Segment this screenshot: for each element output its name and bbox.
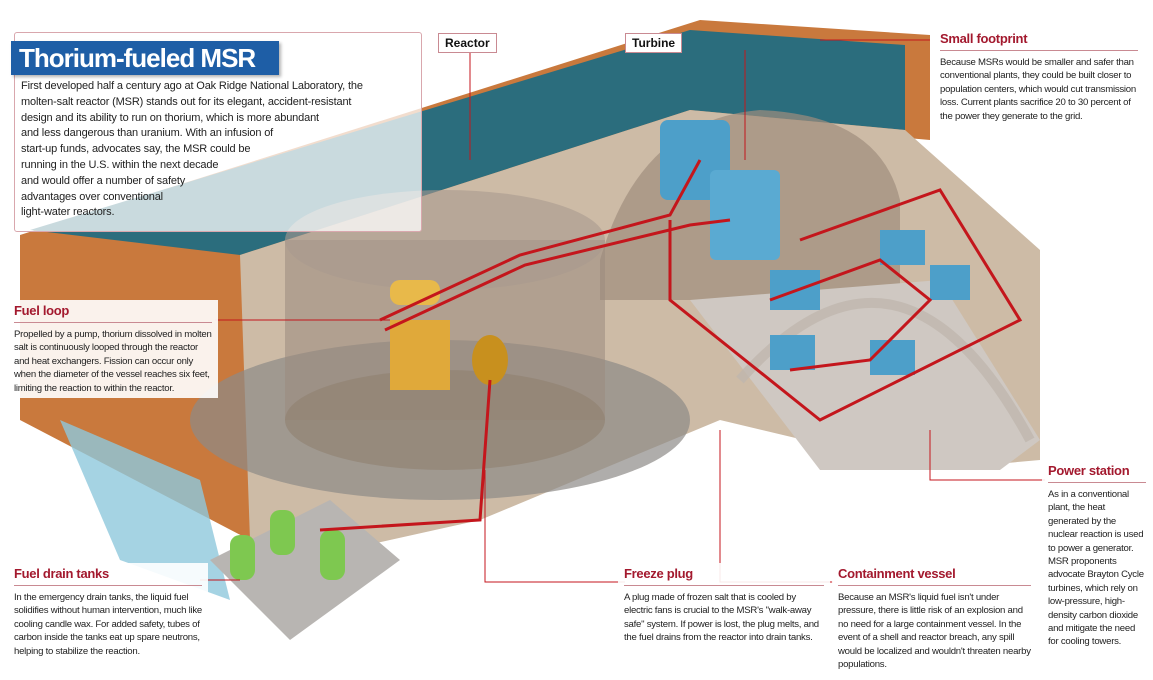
reactor-vessel bbox=[190, 190, 690, 500]
callout-small-footprint: Small footprint Because MSRs would be sm… bbox=[934, 28, 1144, 127]
callout-title: Freeze plug bbox=[624, 566, 824, 586]
reactor-tag: Reactor bbox=[438, 33, 497, 53]
fuel-drain-tanks bbox=[210, 500, 400, 640]
callout-title: Containment vessel bbox=[838, 566, 1031, 586]
page-title: Thorium-fueled MSR bbox=[11, 41, 279, 75]
callout-text: Propelled by a pump, thorium dissolved i… bbox=[14, 329, 212, 394]
callout-text: Because MSRs would be smaller and safer … bbox=[940, 57, 1136, 122]
power-station bbox=[690, 230, 1040, 470]
callout-power-station: Power station As in a conventional plant… bbox=[1042, 460, 1152, 652]
callout-text: Because an MSR's liquid fuel isn't under… bbox=[838, 592, 1031, 671]
turbine bbox=[660, 120, 780, 260]
callout-fuel-drain-tanks: Fuel drain tanks In the emergency drain … bbox=[8, 563, 208, 662]
intro-panel: Thorium-fueled MSR First developed half … bbox=[11, 32, 422, 232]
callout-text: As in a conventional plant, the heat gen… bbox=[1048, 489, 1144, 648]
callout-title: Small footprint bbox=[940, 31, 1138, 51]
intro-text: First developed half a century ago at Oa… bbox=[21, 80, 363, 219]
fuel-pipes bbox=[319, 159, 1023, 532]
callout-text: A plug made of frozen salt that is coole… bbox=[624, 592, 819, 644]
callout-text: In the emergency drain tanks, the liquid… bbox=[14, 592, 202, 657]
callout-containment-vessel: Containment vessel Because an MSR's liqu… bbox=[832, 563, 1037, 675]
callout-fuel-loop: Fuel loop Propelled by a pump, thorium d… bbox=[8, 300, 218, 399]
turbine-tag: Turbine bbox=[625, 33, 683, 53]
callout-title: Fuel drain tanks bbox=[14, 566, 202, 586]
callout-freeze-plug: Freeze plug A plug made of frozen salt t… bbox=[618, 563, 830, 648]
callout-title: Power station bbox=[1048, 463, 1146, 483]
callout-title: Fuel loop bbox=[14, 303, 212, 323]
